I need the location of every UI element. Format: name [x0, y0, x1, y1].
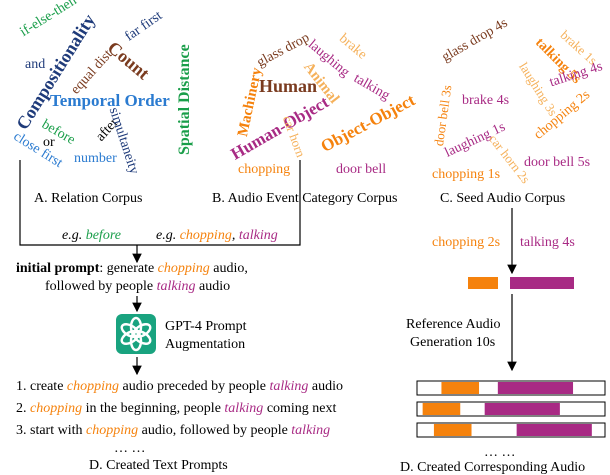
initial-prompt-line1: initial prompt: generate chopping audio,: [16, 262, 248, 276]
reference-label-line2: Generation 10s: [410, 335, 496, 350]
caption-seed-audio-corpus: C. Seed Audio Corpus: [440, 191, 566, 206]
word-chopping-1s: chopping 1s: [432, 167, 501, 182]
prompt-word-chopping: chopping: [86, 423, 139, 438]
caption-created-audio: D. Created Corresponding Audio: [400, 460, 586, 475]
bracket-line: [19, 160, 301, 246]
prompt-number: 2.: [16, 401, 30, 416]
track-segment-chopping: [433, 424, 472, 436]
seed-segment-talking: [510, 277, 574, 289]
word-brake-4s: brake 4s: [462, 93, 510, 108]
prompt-word-chopping: chopping: [66, 379, 120, 394]
track-segment-chopping: [441, 382, 480, 394]
prompt-text: audio preceded by people: [119, 379, 270, 394]
created-prompt-3: 3. start with chopping audio, followed b…: [16, 424, 330, 438]
word-number: number: [74, 151, 117, 166]
audio-tracks: [416, 380, 606, 438]
prompt-text: audio: [308, 379, 343, 394]
example-event-talking: talking: [238, 228, 278, 243]
created-audio-ellipsis: … …: [484, 445, 516, 460]
created-prompt-1: 1. create chopping audio preceded by peo…: [16, 380, 343, 394]
prompt-text: audio, followed by people: [138, 423, 292, 438]
prompt-text: create: [30, 379, 67, 394]
example-relation-word: before: [85, 228, 121, 243]
word-human: Human: [259, 76, 318, 96]
gpt-label-line2: Augmentation: [165, 337, 246, 352]
track-segment-talking: [484, 403, 560, 415]
prompt-word-chopping: chopping: [30, 401, 83, 416]
caption-created-text-prompts: D. Created Text Prompts: [89, 458, 228, 473]
word-chopping: chopping: [238, 162, 291, 177]
created-prompt-2: 2. chopping in the beginning, people tal…: [16, 402, 336, 416]
seed-segment-chopping: [468, 277, 498, 289]
seed-label-talking: talking 4s: [520, 235, 575, 250]
prompt-word-talking: talking: [291, 423, 331, 438]
openai-logo-icon: [116, 314, 156, 354]
eg-label: e.g.: [62, 228, 83, 243]
track-segment-talking: [497, 382, 574, 394]
prompt-text: audio,: [209, 261, 248, 276]
word-spatial-distance: Spatial Distance: [176, 44, 193, 155]
prompt-text: coming next: [263, 401, 337, 416]
prompt-word-chopping: chopping: [157, 261, 210, 276]
example-event-chopping: chopping: [179, 228, 232, 243]
eg-label: e.g.: [156, 228, 177, 243]
reference-label-line1: Reference Audio: [406, 317, 501, 332]
prompt-word-talking: talking: [269, 379, 309, 394]
prompt-text: in the beginning, people: [82, 401, 225, 416]
example-relation: e.g. before: [62, 229, 121, 243]
prompt-text: start with: [30, 423, 86, 438]
track-segment-talking: [516, 424, 592, 436]
prompt-text: : generate: [99, 261, 158, 276]
caption-relation-corpus: A. Relation Corpus: [34, 191, 143, 206]
word-door-bell-5s: door bell 5s: [524, 155, 591, 170]
example-events: e.g. chopping, talking: [156, 229, 278, 243]
seed-label-chopping: chopping 2s: [432, 235, 501, 250]
initial-prompt-line2: followed by people talking audio: [45, 280, 230, 294]
seed-bars: [468, 277, 574, 289]
prompt-text: audio: [195, 279, 231, 294]
word-temporal-order: Temporal Order: [50, 91, 170, 110]
example-comma: ,: [231, 228, 236, 243]
initial-prompt-label: initial prompt: [16, 261, 100, 276]
prompt-word-talking: talking: [224, 401, 264, 416]
word-and: and: [25, 57, 46, 72]
gpt-label-line1: GPT-4 Prompt: [165, 319, 247, 334]
word-or: or: [43, 135, 55, 150]
word-door-bell: door bell: [336, 162, 387, 177]
prompt-number: 1.: [16, 379, 30, 394]
track-segment-chopping: [422, 403, 461, 415]
prompt-word-talking: talking: [156, 279, 196, 294]
created-prompts-ellipsis: … …: [114, 441, 146, 456]
prompt-number: 3.: [16, 423, 30, 438]
prompt-text: followed by people: [45, 279, 157, 294]
caption-audio-event-corpus: B. Audio Event Category Corpus: [212, 191, 398, 206]
